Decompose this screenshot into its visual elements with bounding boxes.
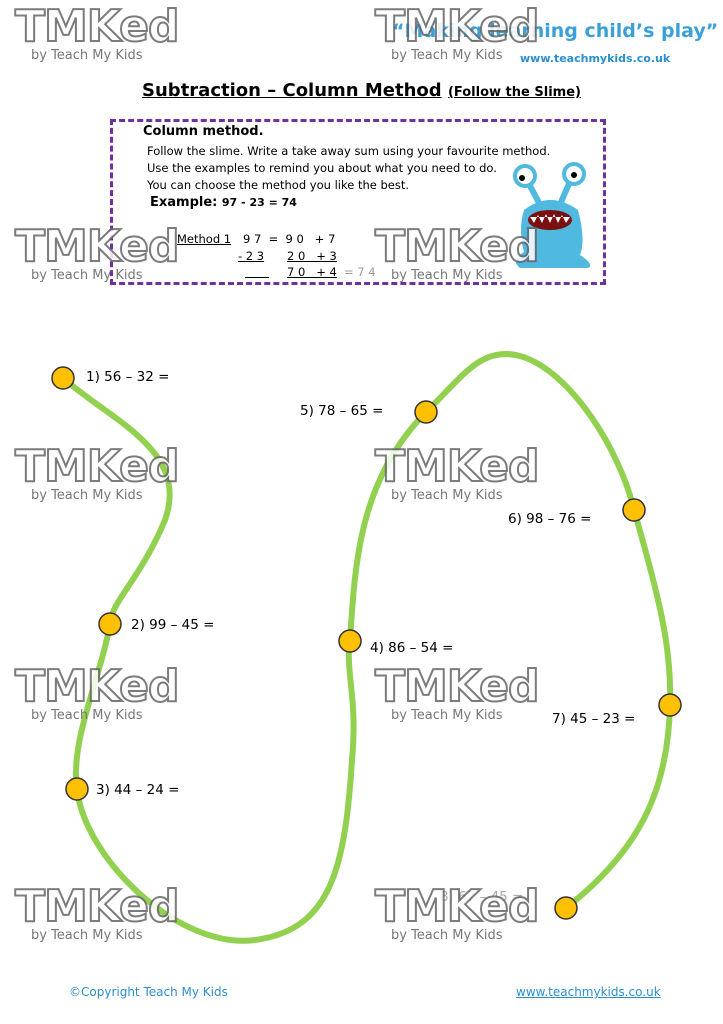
header-website: www.teachmykids.co.uk	[520, 52, 671, 65]
page-title: Subtraction – Column Method (Follow the …	[0, 80, 723, 101]
watermark-sub: by Teach My Kids	[391, 708, 503, 723]
method1-row2b: 2 0 + 3	[287, 249, 337, 263]
watermark-text: TMKed	[14, 441, 180, 492]
example-label: Example:	[150, 195, 218, 210]
slime-dot-7	[658, 693, 682, 717]
instruction-line: You can choose the method you like the b…	[147, 178, 410, 192]
watermark-text: TMKed	[374, 661, 540, 712]
slime-dot-8	[554, 896, 578, 920]
slime-dot-1	[51, 366, 75, 390]
watermark-text: TMKed	[14, 661, 180, 712]
example-sum: 97 - 23 = 74	[221, 196, 297, 209]
instructions-heading: Column method.	[143, 124, 264, 139]
instruction-line: Follow the slime. Write a take away sum …	[147, 144, 551, 158]
watermark-text: TMKed	[14, 1, 180, 52]
slime-dot-4	[338, 629, 362, 653]
method1-row3: 7 0 + 4	[287, 265, 337, 279]
watermark-text: TMKed	[374, 441, 540, 492]
example: Example: 97 - 23 = 74	[150, 195, 297, 210]
watermark-sub: by Teach My Kids	[391, 928, 503, 943]
watermark-text: TMKed	[14, 881, 180, 932]
method1-label: Method 1	[177, 232, 232, 246]
watermark-text: TMKed	[374, 881, 540, 932]
watermark-sub: by Teach My Kids	[31, 928, 143, 943]
tagline: “Making learning child’s play”	[392, 20, 719, 42]
watermark-sub: by Teach My Kids	[31, 488, 143, 503]
slime-dot-5	[414, 400, 438, 424]
question-6: 6) 98 – 76 =	[508, 511, 592, 527]
instructions-box	[110, 119, 606, 285]
title-sub: (Follow the Slime)	[447, 85, 581, 100]
method1-row2a: - 2 3	[238, 249, 265, 263]
watermark-sub: by Teach My Kids	[391, 488, 503, 503]
question-4: 4) 86 – 54 =	[370, 640, 454, 656]
question-5: 5) 78 – 65 =	[300, 403, 384, 419]
watermark-text: TMKed	[374, 1, 540, 52]
footer-website-link[interactable]: www.teachmykids.co.uk	[516, 985, 661, 999]
slime-dot-3	[65, 777, 89, 801]
watermark-sub: by Teach My Kids	[31, 268, 143, 283]
slime-dot-6	[622, 498, 646, 522]
monster-illustration	[513, 162, 591, 268]
watermark-sub: by Teach My Kids	[391, 268, 503, 283]
method1-result: = 7 4	[344, 265, 376, 279]
watermark-sub: by Teach My Kids	[31, 708, 143, 723]
instruction-line: Use the examples to remind you about wha…	[147, 161, 497, 175]
title-main: Subtraction – Column Method	[142, 80, 442, 101]
footer-copyright: ©Copyright Teach My Kids	[69, 985, 228, 999]
answer-line	[245, 266, 269, 278]
watermark-text: TMKed	[374, 221, 540, 272]
method1-row1: 9 7 = 9 0 + 7	[243, 232, 336, 246]
question-7: 7) 45 – 23 =	[552, 711, 636, 727]
slime-dot-2	[98, 612, 122, 636]
watermark-sub: by Teach My Kids	[391, 48, 503, 63]
watermark-text: TMKed	[14, 221, 180, 272]
question-3: 3) 44 – 24 =	[96, 782, 180, 798]
question-8: 8) 67 – 45 =	[440, 889, 524, 905]
watermark-sub: by Teach My Kids	[31, 48, 143, 63]
question-1: 1) 56 – 32 =	[86, 369, 170, 385]
question-2: 2) 99 – 45 =	[131, 617, 215, 633]
